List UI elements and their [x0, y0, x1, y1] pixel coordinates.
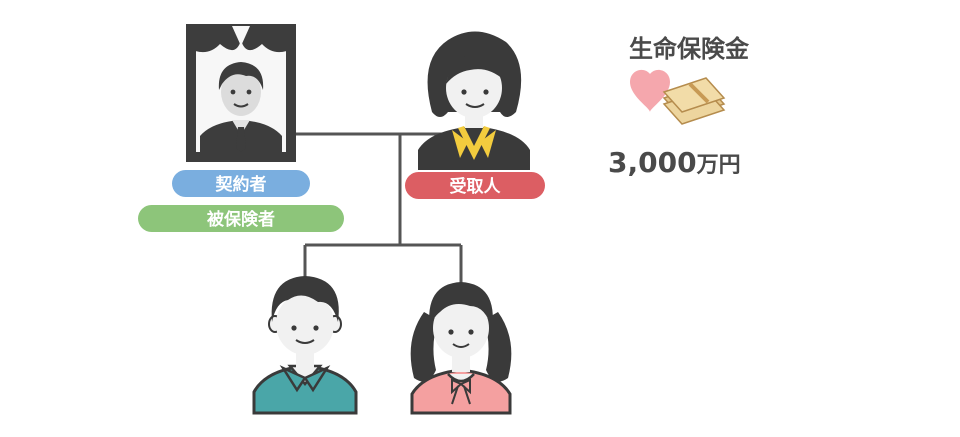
insurance-amount: 3,000万円 [608, 146, 741, 179]
policyholder-pill: 契約者 [172, 170, 310, 197]
beneficiary-pill: 受取人 [405, 172, 545, 199]
family-connector-lines [285, 132, 463, 285]
insured-pill: 被保険者 [138, 205, 344, 232]
amount-unit: 万円 [696, 153, 741, 178]
woman-icon [418, 31, 530, 170]
insured-label: 被保険者 [207, 209, 275, 230]
policyholder-label: 契約者 [215, 174, 267, 195]
boy-icon [252, 276, 358, 415]
heart-money-icon [630, 69, 726, 125]
portrait-icon [186, 24, 296, 162]
amount-value: 3,000 [608, 146, 697, 179]
beneficiary-label: 受取人 [450, 176, 502, 197]
svg-text:3,000万円: 3,000万円 [608, 146, 741, 179]
girl-icon [410, 282, 512, 415]
insurance-title: 生命保険金 [629, 35, 750, 63]
